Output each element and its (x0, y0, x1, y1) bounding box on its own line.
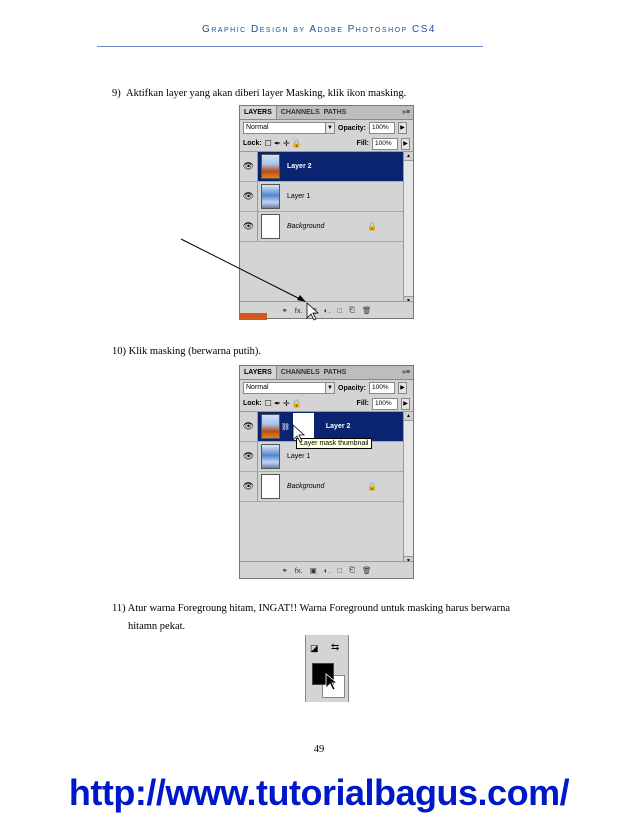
tab-paths[interactable]: PATHS (323, 369, 347, 376)
link-layers-icon[interactable]: ⚭ (281, 305, 288, 315)
tooltip: Layer mask thumbnail (296, 438, 373, 449)
layer-row-layer-1[interactable]: 👁 Layer 1 (240, 182, 403, 212)
tab-layers[interactable]: LAYERS (240, 106, 277, 119)
panel-tabs: LAYERS CHANNELS PATHS »≡ (240, 106, 413, 120)
adjustment-layer-icon[interactable]: ◐. (323, 565, 331, 575)
new-layer-icon[interactable]: ⎗ (348, 305, 355, 314)
opacity-label: Opacity: (338, 384, 367, 392)
layer-thumbnail[interactable] (261, 214, 280, 239)
fill-slider-button[interactable]: ▶ (401, 397, 410, 410)
new-group-icon[interactable]: □ (337, 565, 342, 575)
link-layers-icon[interactable]: ⚭ (281, 565, 288, 575)
image-edge (239, 313, 267, 320)
fill-slider-button[interactable]: ▶ (401, 137, 410, 150)
layer-name: Background (287, 223, 325, 230)
cursor-icon (306, 302, 320, 321)
adjustment-layer-icon[interactable]: ◐. (323, 305, 331, 315)
layer-thumbnail[interactable] (261, 474, 280, 499)
layer-style-icon[interactable]: fx. (294, 565, 303, 575)
eye-icon[interactable]: 👁 (240, 212, 258, 241)
layer-row-background[interactable]: 👁 Background 🔒 (240, 212, 403, 242)
eye-icon[interactable]: 👁 (240, 182, 258, 211)
chevron-down-icon: ▼ (325, 383, 334, 393)
default-colors-icon[interactable]: ◪ (310, 643, 319, 653)
tab-channels[interactable]: CHANNELS (280, 109, 320, 116)
cursor-icon (325, 673, 339, 691)
page-header: Graphic Design by Adobe Photoshop CS4 (202, 24, 436, 35)
lock-icon: 🔒 (367, 222, 377, 231)
eye-icon[interactable]: 👁 (240, 442, 258, 471)
panel-bottom-bar: ⚭ fx. ▣ ◐. □ ⎗ 🗑 (240, 301, 413, 318)
blend-mode-value: Normal (246, 384, 269, 391)
footer-url[interactable]: http://www.tutorialbagus.com/ (68, 772, 570, 813)
opacity-label: Opacity: (338, 124, 367, 132)
opacity-field[interactable]: 100% (369, 122, 396, 134)
eye-icon[interactable]: 👁 (240, 472, 258, 501)
layer-thumbnail[interactable] (261, 414, 280, 439)
layer-row-layer-2[interactable]: 👁 Layer 2 (240, 152, 403, 182)
scroll-up-button[interactable]: ▲ (404, 152, 413, 161)
step-11-line-2: hitamn pekat. (128, 621, 186, 632)
opacity-slider-button[interactable]: ▶ (398, 382, 408, 394)
layers-panel-1: LAYERS CHANNELS PATHS »≡ Normal ▼ Opacity… (239, 105, 414, 319)
tab-layers[interactable]: LAYERS (240, 366, 277, 379)
lock-label: Lock: (243, 140, 262, 147)
opacity-field[interactable]: 100% (369, 382, 396, 394)
layers-panel-2: LAYERS CHANNELS PATHS »≡ Normal ▼ Opacity… (239, 365, 414, 579)
lock-label: Lock: (243, 400, 262, 407)
layer-name: Layer 2 (325, 423, 351, 430)
layer-style-icon[interactable]: fx. (294, 305, 303, 315)
scroll-up-button[interactable]: ▲ (404, 412, 413, 421)
panel-menu-icon[interactable]: »≡ (402, 369, 410, 376)
blend-mode-select[interactable]: Normal ▼ (243, 382, 335, 394)
chain-link-icon: ⛓ (281, 423, 290, 431)
layer-name: Layer 2 (287, 163, 312, 170)
color-swatches: ◪ ⇆ (305, 635, 349, 702)
add-mask-icon[interactable]: ▣ (309, 565, 317, 575)
fill-label: Fill: (356, 400, 369, 407)
panel-tabs: LAYERS CHANNELS PATHS »≡ (240, 366, 413, 380)
fill-field[interactable]: 100% (372, 137, 398, 150)
layer-thumbnail[interactable] (261, 184, 280, 209)
opacity-slider-button[interactable]: ▶ (398, 122, 408, 134)
step-11-line-1: 11) Atur warna Foregroung hitam, INGAT!!… (112, 603, 511, 614)
fill-label: Fill: (356, 140, 369, 147)
step-9: 9) Aktifkan layer yang akan diberi layer… (112, 88, 407, 99)
cursor-icon (292, 424, 306, 443)
blend-mode-value: Normal (246, 124, 269, 131)
lock-icon: 🔒 (367, 482, 377, 491)
layer-thumbnail[interactable] (261, 154, 280, 179)
panel-bottom-bar: ⚭ fx. ▣ ◐. □ ⎗ 🗑 (240, 561, 413, 578)
blend-mode-select[interactable]: Normal ▼ (243, 122, 335, 134)
lock-icons[interactable]: ☐ ✒ ✛ 🔒 (264, 399, 302, 408)
tab-channels[interactable]: CHANNELS (280, 369, 320, 376)
layer-name: Background (287, 483, 325, 490)
new-group-icon[interactable]: □ (337, 305, 342, 315)
lock-icons[interactable]: ☐ ✒ ✛ 🔒 (264, 139, 302, 148)
eye-icon[interactable]: 👁 (240, 412, 258, 441)
layer-name: Layer 1 (287, 193, 311, 200)
layer-thumbnail[interactable] (261, 444, 280, 469)
swap-colors-icon[interactable]: ⇆ (331, 642, 340, 653)
page-number: 49 (313, 744, 325, 755)
layer-row-background[interactable]: 👁 Background 🔒 (240, 472, 403, 502)
fill-field[interactable]: 100% (372, 397, 398, 410)
step-10: 10) Klik masking (berwarna putih). (112, 346, 262, 357)
chevron-down-icon: ▼ (325, 123, 334, 133)
header-rule (97, 46, 483, 47)
layer-name: Layer 1 (287, 453, 311, 460)
eye-icon[interactable]: 👁 (240, 152, 258, 181)
layer-row-layer-1[interactable]: 👁 Layer 1 (240, 442, 403, 472)
panel-menu-icon[interactable]: »≡ (402, 109, 410, 116)
trash-icon[interactable]: 🗑 (361, 305, 372, 315)
tab-paths[interactable]: PATHS (323, 109, 347, 116)
trash-icon[interactable]: 🗑 (361, 565, 372, 575)
new-layer-icon[interactable]: ⎗ (348, 565, 355, 574)
